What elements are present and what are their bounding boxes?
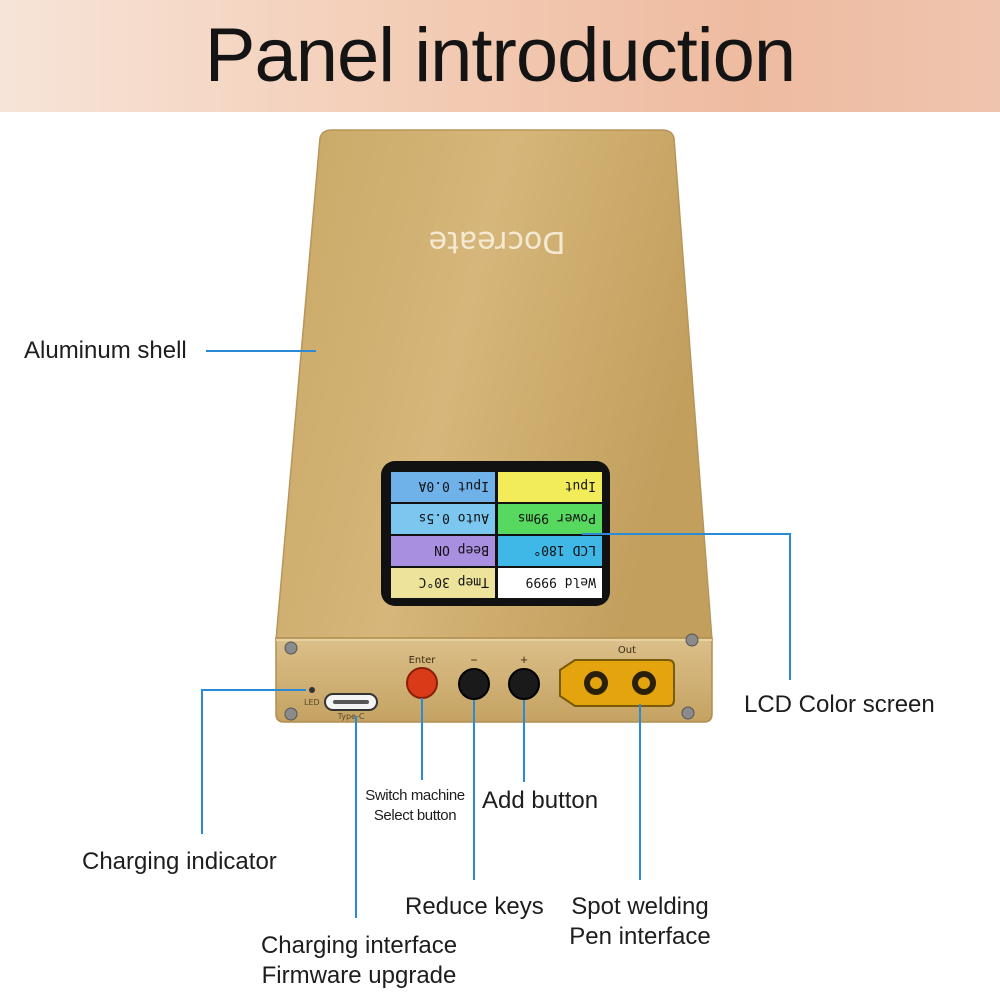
lcd-cell	[391, 568, 495, 598]
lcd-cell-text: Iput 0.0A	[418, 478, 489, 493]
reduce-keys-label: Reduce keys	[405, 893, 544, 920]
lcd-cell-text: Beep ON	[434, 542, 489, 557]
lcd-cell-text: Iput	[565, 478, 596, 493]
lcd-cell	[498, 504, 602, 534]
brand-logo: Docreate	[429, 224, 566, 259]
spot-welding-text: Spot welding	[571, 893, 709, 920]
lcd-cell	[498, 568, 602, 598]
enter-label: Enter	[409, 655, 437, 666]
enter-button[interactable]	[406, 667, 438, 699]
title-banner: Panel introduction	[0, 0, 1000, 112]
page-title: Panel introduction	[204, 13, 796, 98]
select-button-text: Select button	[373, 807, 457, 824]
reduce-button[interactable]	[458, 668, 490, 700]
charging-indicator-label: Charging indicator	[82, 848, 277, 875]
out-label: Out	[618, 645, 636, 656]
pen-interface-text: Pen interface	[569, 923, 711, 950]
lcd-cell-text: Weld 9999	[526, 574, 596, 589]
lcd-cell	[498, 536, 602, 566]
lcd-cell-text: Power 99ms	[518, 510, 596, 525]
charging-interface-text: Charging interface	[260, 932, 458, 959]
spot-welding-label: Spot welding Pen interface	[556, 892, 724, 952]
lcd-cell-text: Auto 0.5s	[419, 510, 489, 525]
switch-machine-text: Switch machine	[365, 787, 465, 804]
lcd-cell	[498, 472, 602, 502]
add-button[interactable]	[508, 668, 540, 700]
lcd-cell-text: Tmep 30°C	[419, 574, 489, 589]
aluminum-shell-label: Aluminum shell	[24, 337, 187, 364]
charging-interface-label: Charging interface Firmware upgrade	[254, 931, 464, 991]
type-c-label: Type-C	[337, 712, 365, 721]
led-indicator	[309, 687, 315, 693]
leader-lines	[201, 350, 791, 918]
lcd-color-screen-label: LCD Color screen	[744, 691, 935, 718]
screw-icon	[284, 633, 699, 721]
lcd-cell	[391, 472, 495, 502]
lcd-cell	[391, 504, 495, 534]
firmware-upgrade-text: Firmware upgrade	[261, 962, 457, 989]
plus-label: +	[520, 652, 528, 667]
led-label: LED	[304, 698, 320, 707]
add-button-label: Add button	[482, 787, 599, 814]
lcd-cell	[391, 536, 495, 566]
switch-machine-label: Switch machine Select button	[352, 786, 478, 826]
minus-label: −	[470, 653, 477, 667]
lcd-screen: Weld 9999 Tmep 30°C LCD 180° Beep ON Power 9…	[381, 461, 610, 606]
spot-welding-connector[interactable]	[559, 659, 675, 707]
lcd-cell-text: LCD 180°	[533, 542, 596, 557]
